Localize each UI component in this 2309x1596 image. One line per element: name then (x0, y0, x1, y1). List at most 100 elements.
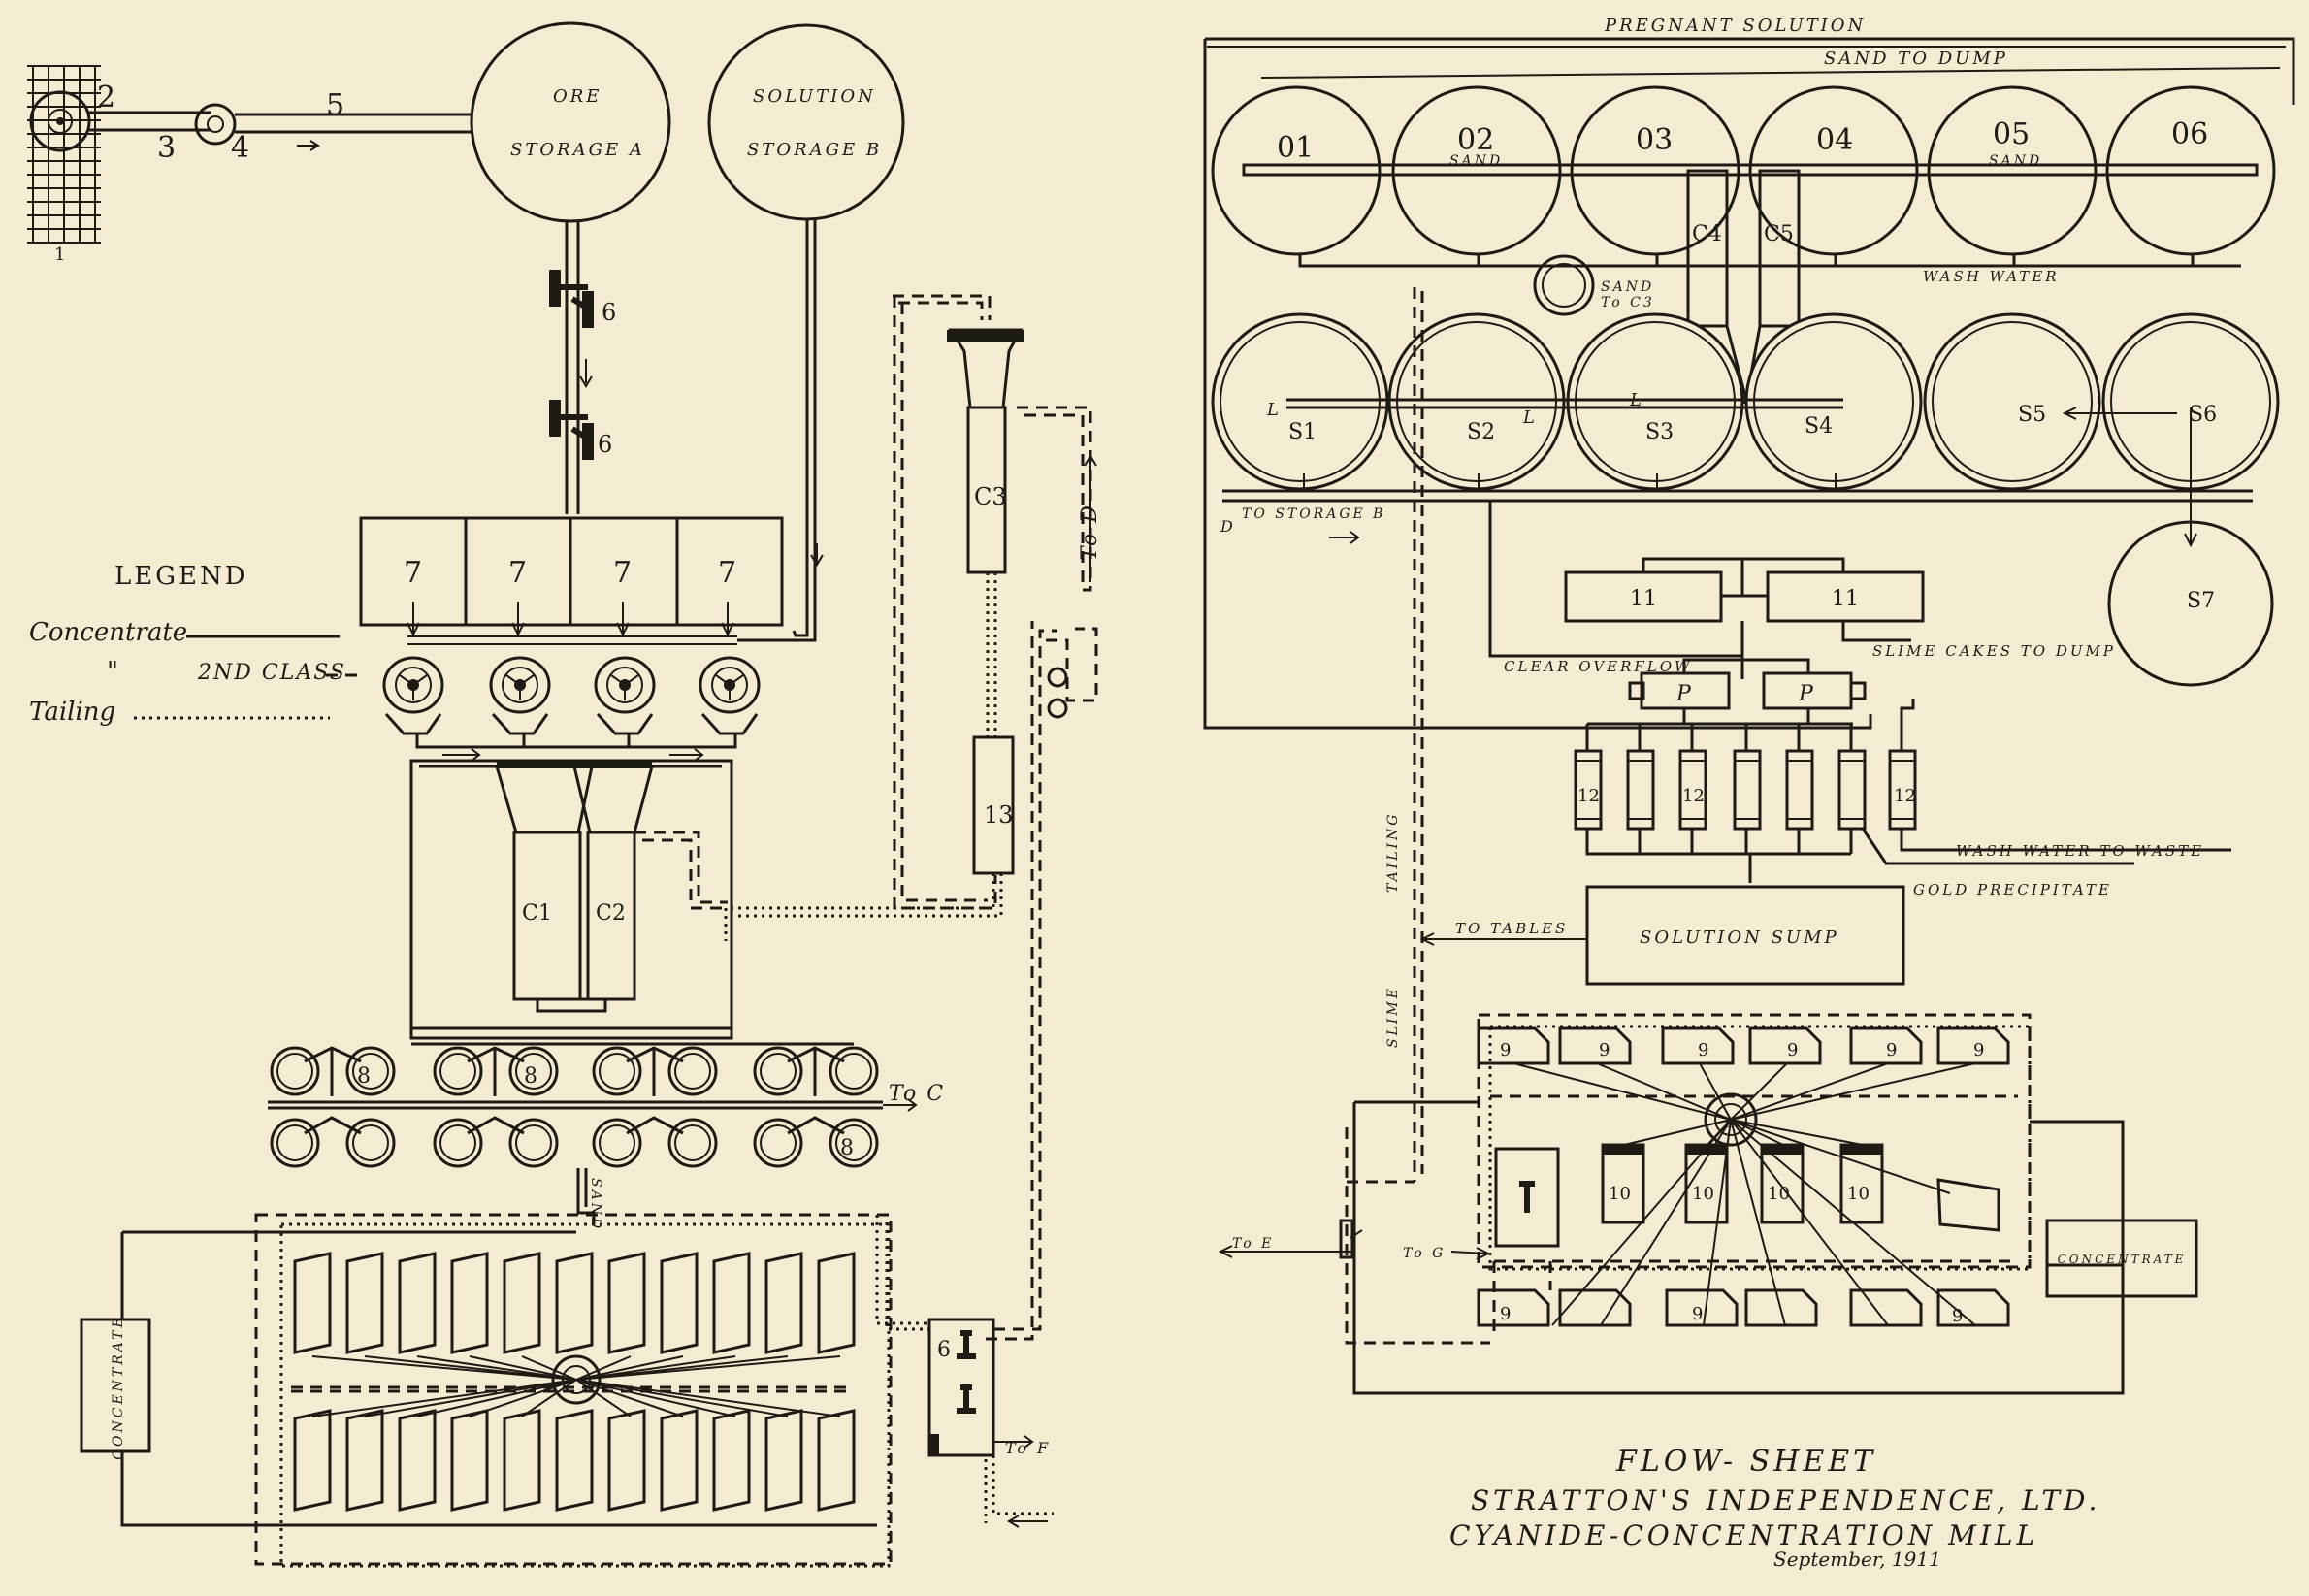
unit-13: 13 (972, 735, 1015, 875)
concentrate-left-label: CONCENTRATE (111, 1315, 126, 1459)
concentrate-box-right: CONCENTRATE (2045, 1219, 2198, 1298)
center-c-label: C (1725, 1116, 1739, 1131)
solution-sump: SOLUTION SUMP (1585, 885, 1905, 986)
label-12: 12 (1577, 786, 1600, 806)
wash-water-waste-label: WASH WATER TO WASTE (1956, 842, 2204, 860)
slime-line-c3-side (893, 296, 997, 910)
l-mark: L (1266, 400, 1282, 420)
c3-label: C3 (974, 483, 1007, 510)
valve-f (1339, 1219, 1363, 1259)
ore-label: ORE (553, 86, 602, 107)
tank-s3-label: S3 (1645, 420, 1674, 444)
flow-arrows (407, 602, 734, 637)
l-mark-2: L (1522, 407, 1538, 428)
concentrate-line (120, 1230, 877, 1527)
flow-arrow (1084, 454, 1097, 582)
tank-s6-label: S6 (2189, 403, 2217, 427)
cone-c3: C3 (947, 328, 1024, 574)
clear-overflow-label: CLEAR OVERFLOW (1504, 658, 1692, 675)
concentrate-loop (1352, 1100, 2125, 1395)
flow-arrow (579, 359, 593, 388)
concentrate-box-left: CONCENTRATE (80, 1315, 151, 1460)
label-9b: 9 (1599, 1040, 1610, 1060)
label-10b: 10 (1692, 1184, 1714, 1204)
bins-7: 7 7 7 7 (359, 516, 784, 627)
tailing-vertical-line (1413, 287, 1424, 1182)
tank-05-label: 05 (1993, 117, 2030, 151)
tank-02-label: 02 (1457, 123, 1494, 157)
to-d-label: To D (1078, 504, 1102, 561)
tank-s1-label: S1 (1288, 420, 1317, 444)
label-3: 3 (157, 131, 176, 165)
tank-s5-label: S5 (2018, 403, 2046, 427)
label-6b: 6 (598, 431, 612, 458)
sand-to-c3-cyclone: SAND To C3 (1533, 254, 1652, 316)
flow-arrow (1007, 1515, 1048, 1528)
to-e-label: To E (1232, 1236, 1274, 1252)
c4-label: C4 (1692, 222, 1722, 246)
label-7: 7 (718, 556, 736, 590)
label-7: 7 (508, 556, 527, 590)
label-2: 2 (97, 81, 115, 114)
label-7: 7 (404, 556, 422, 590)
upper-leach-tanks (1211, 85, 2276, 256)
label-8: 8 (357, 1064, 371, 1089)
pulley-4 (194, 103, 237, 146)
label-9f: 9 (1973, 1040, 1984, 1060)
label-12b: 12 (1682, 786, 1705, 806)
crusher-wheel (29, 90, 91, 152)
gold-precipitate-label: GOLD PRECIPITATE (1913, 881, 2112, 898)
title-block: FLOW- SHEET STRATTON'S INDEPENDENCE, LTD… (1449, 1445, 2100, 1571)
tank-s4-label: S4 (1805, 414, 1833, 439)
tables-area (1477, 1013, 2032, 1335)
presses-12 (1574, 699, 2231, 883)
c5-label: C5 (1764, 222, 1794, 246)
tank-s2-label: S2 (1467, 420, 1495, 444)
c1-label: C1 (522, 901, 552, 926)
concentrate-right-label: CONCENTRATE (2058, 1253, 2187, 1266)
sand-to-dump-label: SAND TO DUMP (1824, 49, 2008, 69)
c2-label: C2 (596, 901, 626, 926)
label-1: 1 (54, 244, 65, 265)
upper-sand-label-2: SAND (1989, 153, 2042, 169)
to-f-label: To F (1005, 1439, 1051, 1457)
label-8: 8 (524, 1064, 537, 1089)
classifiers-row (382, 656, 761, 749)
solution-storage-tank: SOLUTION STORAGE B (707, 23, 905, 221)
label-9i: 9 (1952, 1306, 1963, 1326)
label-9: 9 (1500, 1040, 1511, 1060)
label-5: 5 (326, 88, 344, 122)
sand-line (576, 1168, 596, 1224)
label-11b: 11 (1832, 587, 1859, 611)
slime-cakes-line (1841, 621, 1911, 642)
flow-arrow (1329, 531, 1360, 544)
flow-arrows-s (2062, 407, 2197, 548)
tailing-line-13 (724, 873, 1003, 941)
label-6c: 6 (937, 1338, 951, 1362)
title-flow-sheet: FLOW- SHEET (1615, 1445, 1876, 1479)
to-e-arrow (1218, 1245, 1354, 1258)
title-date: September, 1911 (1773, 1547, 1941, 1571)
solution-line (737, 219, 817, 642)
label-12c: 12 (1894, 786, 1916, 806)
label-9g: 9 (1500, 1304, 1511, 1324)
flow-arrow (810, 543, 824, 567)
label-9h: 9 (1692, 1304, 1703, 1324)
title-mill: CYANIDE-CONCENTRATION MILL (1449, 1519, 2038, 1551)
to-g-dash (1345, 1127, 1490, 1345)
feed-header (407, 635, 737, 645)
to-c-label: To C (889, 1082, 945, 1106)
tank-01-label: 01 (1277, 131, 1314, 165)
tank-03-label: 03 (1636, 123, 1673, 157)
legend-ditto: " (107, 657, 118, 686)
rolls-6-upper (549, 270, 594, 328)
jigs-8 (268, 1028, 883, 1168)
ore-feed-line (565, 221, 580, 514)
storage-a-label: STORAGE A (510, 140, 645, 160)
solution-sump-label: SOLUTION SUMP (1640, 928, 1839, 948)
to-storage-b-label: TO STORAGE B (1242, 506, 1385, 522)
title-company: STRATTON'S INDEPENDENCE, LTD. (1471, 1484, 2100, 1516)
d-label: D (1220, 517, 1236, 536)
pump-label: P (1675, 682, 1693, 706)
tailing-line-6 (984, 1455, 1054, 1523)
